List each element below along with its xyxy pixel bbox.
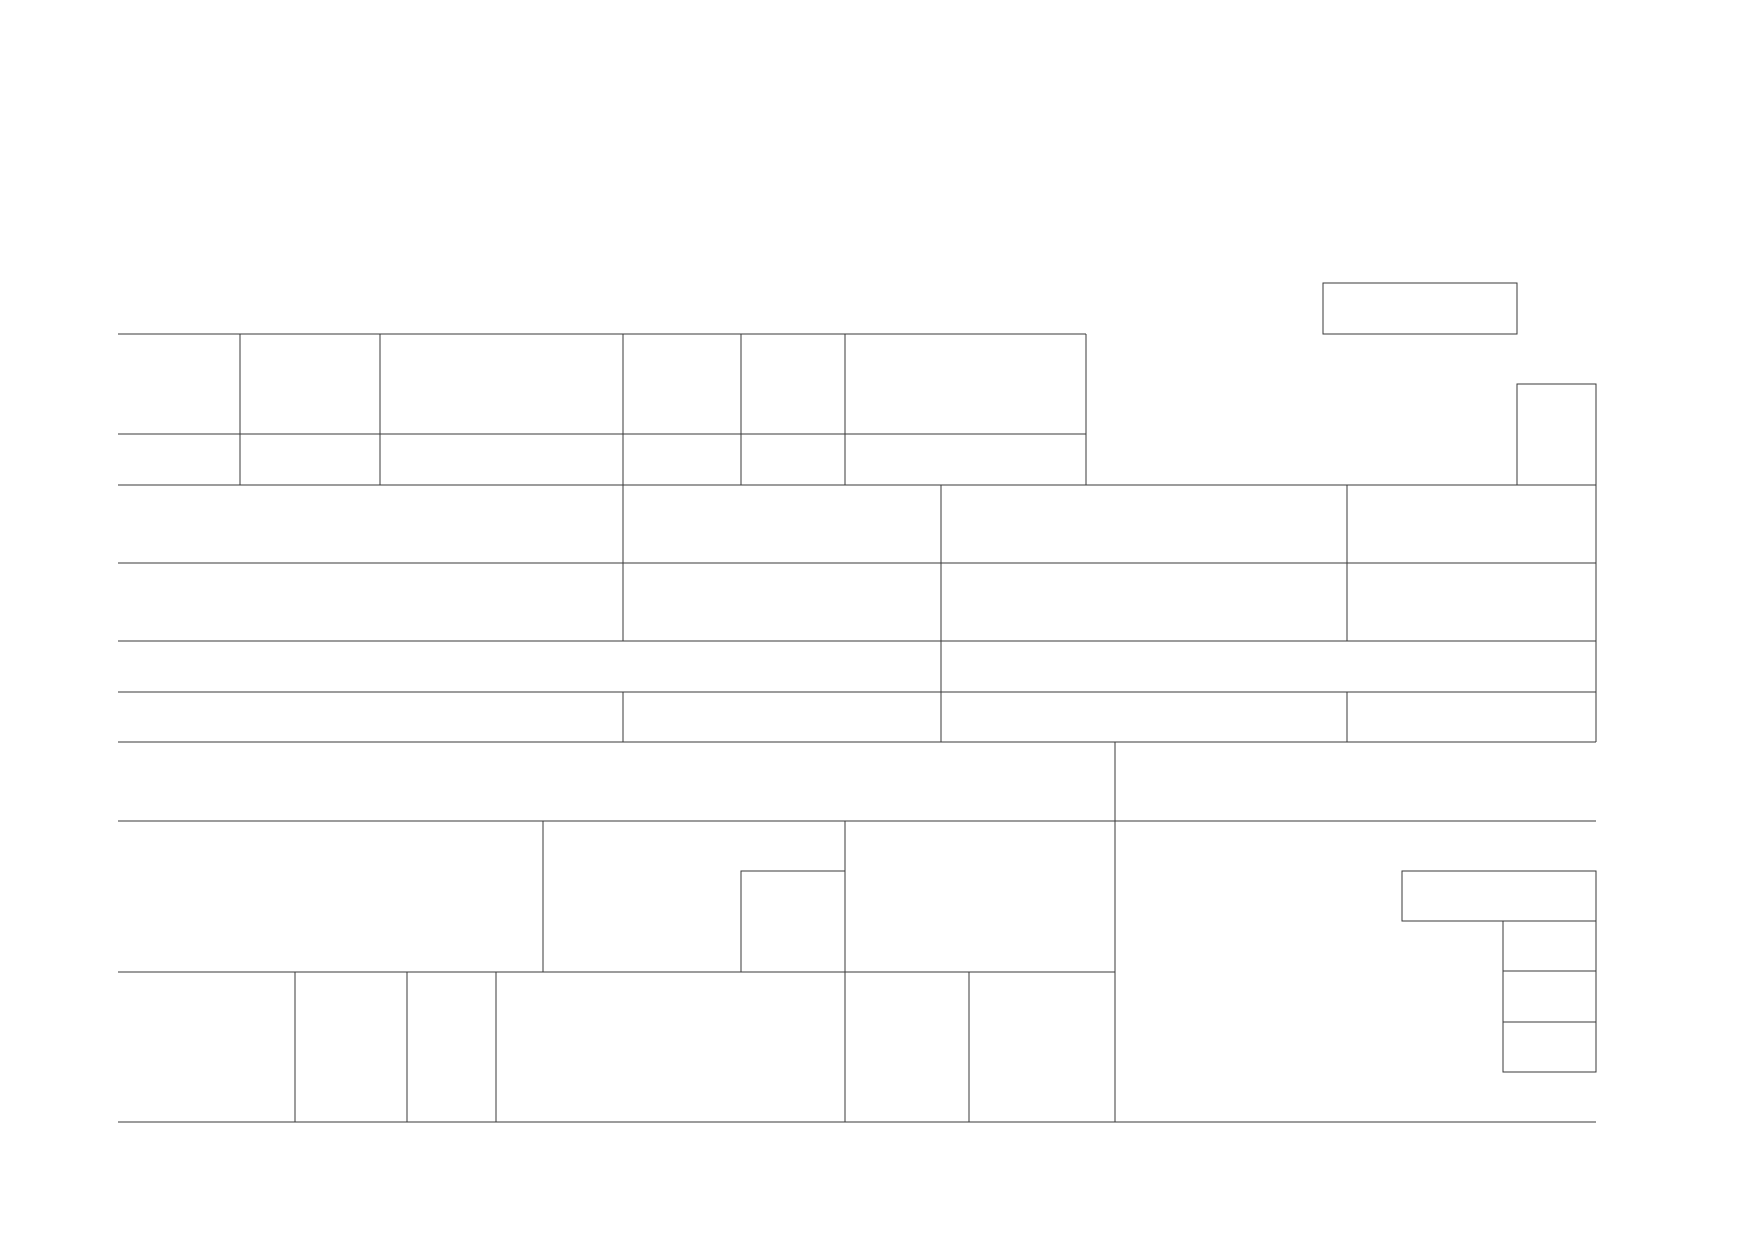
right-bottom-wide-box [1401, 870, 1597, 922]
row-d-inner-box [740, 870, 846, 973]
top-right-small-box [1322, 282, 1518, 335]
right-tall-box [1516, 383, 1597, 486]
right-bottom-small-box-1 [1502, 920, 1597, 972]
right-bottom-small-box-3 [1502, 1021, 1597, 1073]
right-bottom-small-box-2 [1502, 970, 1597, 1023]
